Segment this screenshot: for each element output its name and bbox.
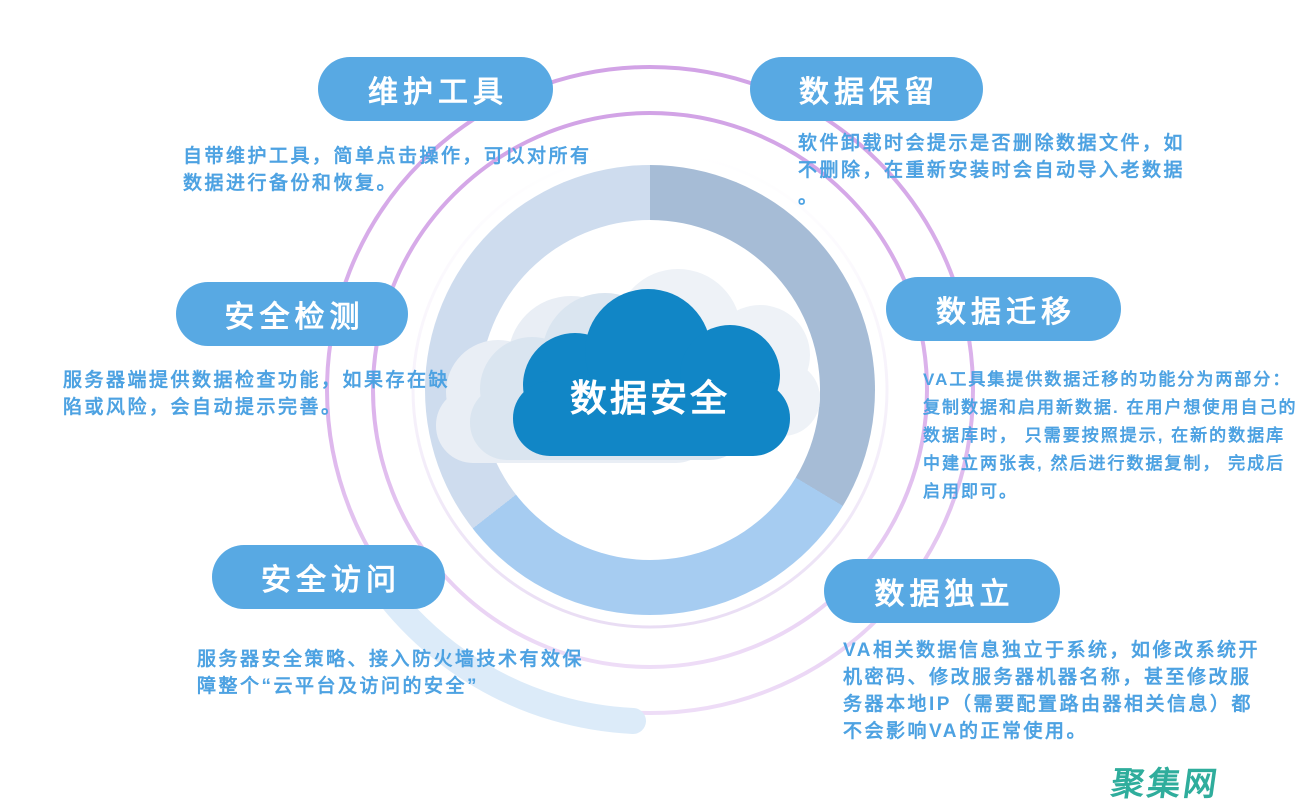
pill-secure-access: 安全访问: [212, 545, 445, 609]
description-data-migration: VA工具集提供数据迁移的功能分为两部分：复制数据和启用新数据. 在用户想使用自己…: [923, 370, 1298, 501]
pill-data-retention: 数据保留: [750, 57, 983, 121]
description-secure-access: 服务器安全策略、接入防火墙技术有效保障整个“云平台及访问的安全”: [197, 649, 585, 697]
pill-label: 数据独立: [874, 578, 1015, 611]
pill-label: 数据迁移: [936, 296, 1076, 329]
pill-data-independence: 数据独立: [824, 559, 1060, 623]
pill-label: 安全检测: [224, 301, 365, 334]
purple-circle-inner: [371, 111, 929, 669]
description-data-retention: 软件卸载时会提示是否删除数据文件，如不删除，在重新安装时会自动导入老数据。: [798, 133, 1186, 208]
purple-circle-outer: [325, 65, 975, 715]
description-maintenance-tools: 自带维护工具，简单点击操作，可以对所有数据进行备份和恢复。: [183, 146, 592, 194]
description-data-independence: VA相关数据信息独立于系统，如修改系统开机密码、修改服务器机器名称，甚至修改服务…: [843, 640, 1260, 742]
pill-data-migration: 数据迁移: [886, 277, 1121, 341]
faint-inner-circle: [411, 151, 889, 629]
pill-label: 数据保留: [799, 76, 939, 109]
watermark-logo: 聚集网: [1109, 765, 1223, 800]
pill-label: 维护工具: [368, 76, 508, 109]
description-security-detection: 服务器端提供数据检查功能，如果存在缺陷或风险，会自动提示完善。: [63, 370, 451, 418]
pill-security-detection: 安全检测: [176, 282, 408, 346]
pill-label: 安全访问: [261, 564, 401, 597]
diagram-title: 数据安全: [570, 378, 730, 419]
pill-maintenance-tools: 维护工具: [318, 57, 553, 121]
